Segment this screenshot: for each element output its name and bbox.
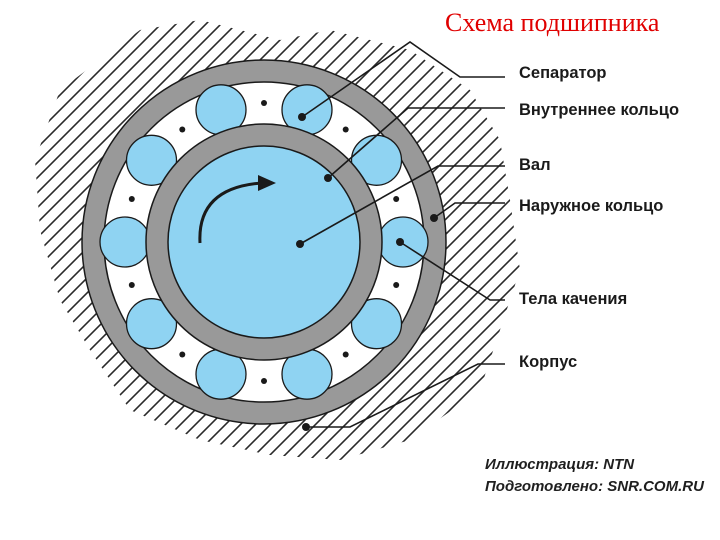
separator-dot bbox=[393, 282, 400, 288]
separator-dot bbox=[393, 196, 400, 202]
separator-dot bbox=[179, 351, 186, 358]
credit-illustration: Иллюстрация: NTN bbox=[485, 456, 635, 473]
diagram-title: Схема подшипника bbox=[445, 8, 660, 37]
leader-housing bbox=[306, 363, 505, 428]
rotation-arrowhead bbox=[258, 175, 276, 191]
leader-shaft bbox=[299, 165, 505, 245]
rolling-element-ball bbox=[125, 134, 178, 186]
rotation-arrow bbox=[198, 181, 263, 244]
hatch-line bbox=[35, 20, 231, 460]
hatch-line bbox=[199, 20, 520, 460]
label-separator: Сепаратор bbox=[519, 64, 607, 82]
hatch-line bbox=[35, 20, 156, 460]
rolling-element-ball bbox=[350, 298, 403, 350]
separator-dot bbox=[342, 351, 349, 358]
label-shaft: Вал bbox=[519, 156, 551, 174]
shaft bbox=[167, 145, 361, 339]
hatch-line bbox=[259, 20, 520, 460]
rolling-element-ball bbox=[99, 216, 151, 268]
hatch-line bbox=[244, 20, 520, 460]
leader-separator bbox=[301, 41, 505, 118]
label-rolling-elements: Тела качения bbox=[519, 290, 628, 308]
leader-inner-ring bbox=[327, 107, 505, 179]
leader-rolling-elements bbox=[399, 241, 505, 301]
label-inner-ring: Внутреннее кольцо bbox=[519, 101, 680, 119]
separator-dot bbox=[128, 196, 135, 202]
hatch-line bbox=[35, 20, 171, 460]
separator-dot bbox=[128, 282, 135, 288]
hatch-line bbox=[229, 20, 520, 460]
leader-lines bbox=[299, 41, 505, 428]
rolling-element-ball bbox=[125, 298, 178, 350]
label-outer-ring: Наружное кольцо bbox=[519, 197, 664, 215]
hatch-line bbox=[35, 20, 216, 460]
leader-dots bbox=[296, 113, 438, 431]
rolling-elements bbox=[99, 84, 429, 400]
hatch-line bbox=[214, 20, 520, 460]
hatch-line bbox=[35, 20, 186, 460]
hatch-line bbox=[35, 20, 246, 460]
separator-dot bbox=[342, 126, 349, 133]
separator-dot bbox=[261, 378, 267, 384]
hatch-line bbox=[184, 20, 520, 460]
separator-dots bbox=[128, 100, 400, 384]
hatch-line bbox=[35, 20, 201, 460]
leader-outer-ring bbox=[433, 202, 505, 219]
label-housing: Корпус bbox=[519, 353, 578, 371]
credit-prepared: Подготовлено: SNR.COM.RU bbox=[485, 478, 704, 495]
hatch-line bbox=[274, 20, 520, 460]
separator-dot bbox=[261, 100, 267, 106]
separator-dot bbox=[179, 126, 186, 133]
